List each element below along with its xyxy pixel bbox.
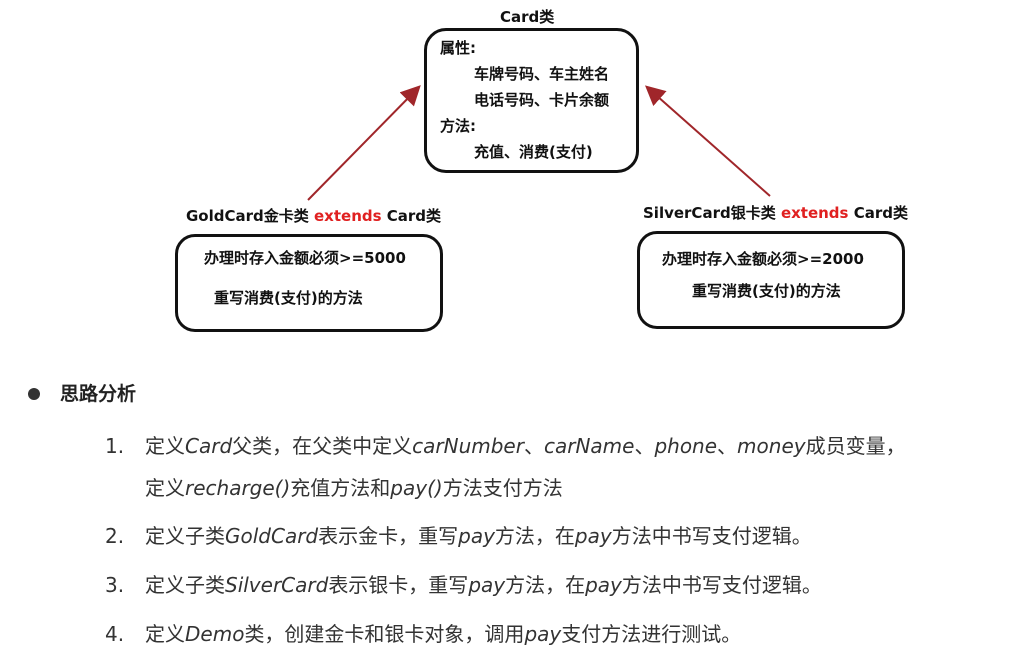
silver-line-2: 重写消费(支付)的方法 [692,282,841,300]
gold-line-1: 办理时存入金额必须>=5000 [204,249,406,267]
step-text: 成员变量， [805,434,906,458]
card-class-title: Card类 [500,8,555,26]
step-3: 3.定义子类SilverCard表示银卡，重写pay方法，在pay方法中书写支付… [105,569,822,598]
step-text: 充值方法和 [290,476,391,500]
step-code: pay [574,524,612,548]
step-code: carNumber [412,434,524,458]
step-1-line-2: 定义recharge()充值方法和pay()方法支付方法 [145,472,563,501]
step-text: 、 [523,434,544,458]
card-attr-line-2: 电话号码、卡片余额 [474,91,610,109]
step-text: 方法，在 [505,573,586,597]
step-code: phone [654,434,718,458]
step-text: 、 [634,434,655,458]
silver-line-1: 办理时存入金额必须>=2000 [662,250,864,268]
step-text: 、 [717,434,738,458]
step-code: pay [585,573,622,597]
step-number: 4. [105,622,125,646]
silver-to-card-arrow [645,85,771,197]
silver-title-suffix: Card类 [853,204,908,222]
step-text: 方法支付方法 [442,476,563,500]
step-text: 定义 [145,476,185,500]
step-code: money [737,434,806,458]
analysis-heading: 思路分析 [60,383,137,405]
step-code: SilverCard [225,573,329,597]
step-text: 方法，在 [494,524,575,548]
gold-to-card-arrow [307,85,421,201]
step-code: pay [458,524,495,548]
step-text: 父类，在父类中定义 [232,434,413,458]
step-code: GoldCard [225,524,319,548]
step-text: 支付方法进行测试。 [561,622,742,646]
step-text: 类，创建金卡和银卡对象，调用 [244,622,525,646]
step-text: 表示银卡，重写 [328,573,469,597]
card-class-box: 属性: 车牌号码、车主姓名 电话号码、卡片余额 方法: 充值、消费(支付) [424,28,639,173]
step-text: 表示金卡，重写 [318,524,459,548]
step-4: 4. 定义Demo类，创建金卡和银卡对象，调用pay支付方法进行测试。 [105,618,741,647]
step-code: pay [468,573,506,597]
gold-class-box: 办理时存入金额必须>=5000 重写消费(支付)的方法 [175,234,443,332]
step-2: 2.定义子类GoldCard表示金卡，重写pay方法，在pay方法中书写支付逻辑… [105,520,812,549]
step-code: recharge() [185,476,291,500]
silver-class-box: 办理时存入金额必须>=2000 重写消费(支付)的方法 [637,231,905,329]
step-1: 1.定义Card父类，在父类中定义carNumber、carName、phone… [105,430,906,459]
step-code: pay [524,622,562,646]
step-text: 方法中书写支付逻辑。 [611,524,812,548]
card-attr-label: 属性: [440,39,476,57]
step-text: 定义子类 [145,524,225,548]
step-code: Demo [185,622,245,646]
step-number: 3. [105,573,125,597]
card-attr-line-1: 车牌号码、车主姓名 [474,65,610,83]
gold-title-suffix: Card类 [386,207,442,225]
step-number: 2. [105,524,125,548]
step-code: pay() [390,476,443,500]
gold-line-2: 重写消费(支付)的方法 [214,289,363,307]
step-text: 定义 [145,622,185,646]
gold-extends-keyword: extends [314,207,382,225]
gold-class-title: GoldCard金卡类 extends Card类 [186,205,441,226]
step-code: carName [543,434,635,458]
silver-class-title: SilverCard银卡类 extends Card类 [643,202,908,223]
card-method-label: 方法: [440,117,476,135]
card-method-line-1: 充值、消费(支付) [474,143,593,161]
silver-extends-keyword: extends [780,204,849,222]
gold-title-prefix: GoldCard金卡类 [186,207,309,225]
step-code: Card [185,434,233,458]
bullet-dot-icon [28,388,40,400]
silver-title-prefix: SilverCard银卡类 [643,204,776,222]
step-text: 方法中书写支付逻辑。 [621,573,822,597]
step-text: 定义 [145,434,185,458]
step-number: 1. [105,434,125,458]
step-text: 定义子类 [145,573,225,597]
